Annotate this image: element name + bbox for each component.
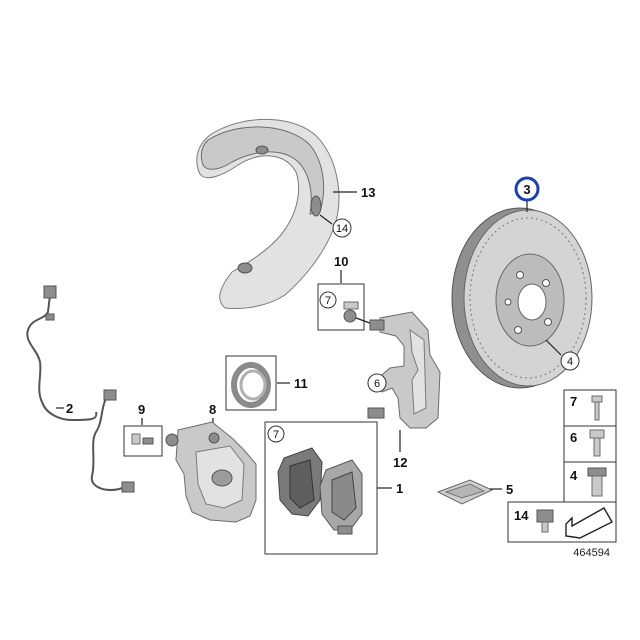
callout-circle-14 <box>332 218 352 238</box>
part-2-wear-sensor-wire[interactable] <box>90 389 135 493</box>
part-2-wear-sensor[interactable] <box>26 285 98 422</box>
legend-label-4: 4 <box>570 468 578 483</box>
part-1-brake-pad-rear[interactable] <box>319 459 363 535</box>
nut-14-icon[interactable] <box>536 509 554 533</box>
callout-9: 9 <box>138 402 145 417</box>
part-11-seal-kit[interactable] <box>231 362 271 408</box>
callout-10: 10 <box>334 254 348 269</box>
callout-circle-7a <box>319 291 337 309</box>
callout-circle-14-label: 14 <box>336 223 348 235</box>
callout-circle-6 <box>367 373 387 393</box>
bolt-4-icon[interactable] <box>587 467 607 497</box>
callout-12: 12 <box>393 455 407 470</box>
part-1-brake-pad-front[interactable] <box>277 447 323 517</box>
part-3-brake-disc[interactable] <box>451 207 593 389</box>
callout-13: 13 <box>361 185 375 200</box>
replace-arrow-icon <box>565 507 613 539</box>
legend-label-6: 6 <box>570 430 577 445</box>
fastener-legend: 7 6 4 14 <box>507 389 617 543</box>
part-10-guide-bolt[interactable] <box>343 301 359 323</box>
callout-3-highlight[interactable] <box>514 176 540 202</box>
callout-5: 5 <box>506 482 513 497</box>
callout-circle-4 <box>560 351 580 371</box>
callout-circle-4-label: 4 <box>567 356 573 368</box>
part-5-grease-sachet[interactable] <box>436 479 494 505</box>
legend-label-14: 14 <box>514 508 529 523</box>
bolt-7-icon[interactable] <box>591 395 603 421</box>
callout-1: 1 <box>396 481 403 496</box>
legend-label-7: 7 <box>570 394 577 409</box>
callout-3: 3 <box>523 182 530 197</box>
callout-circle-7b-label: 7 <box>273 429 279 441</box>
diagram-id: 464594 <box>573 547 610 559</box>
callout-8: 8 <box>209 402 216 417</box>
callout-circle-7b <box>267 425 285 443</box>
callout-11: 11 <box>294 376 308 391</box>
part-13-brake-shield[interactable] <box>196 119 340 309</box>
callout-circle-7a-label: 7 <box>325 295 331 307</box>
callout-2: 2 <box>66 401 73 416</box>
part-8-brake-caliper[interactable] <box>165 421 257 523</box>
part-9-clip[interactable] <box>131 433 154 445</box>
callout-circle-6-label: 6 <box>374 378 380 390</box>
part-12-caliper-carrier[interactable] <box>367 311 441 429</box>
bolt-6-icon[interactable] <box>589 429 605 457</box>
